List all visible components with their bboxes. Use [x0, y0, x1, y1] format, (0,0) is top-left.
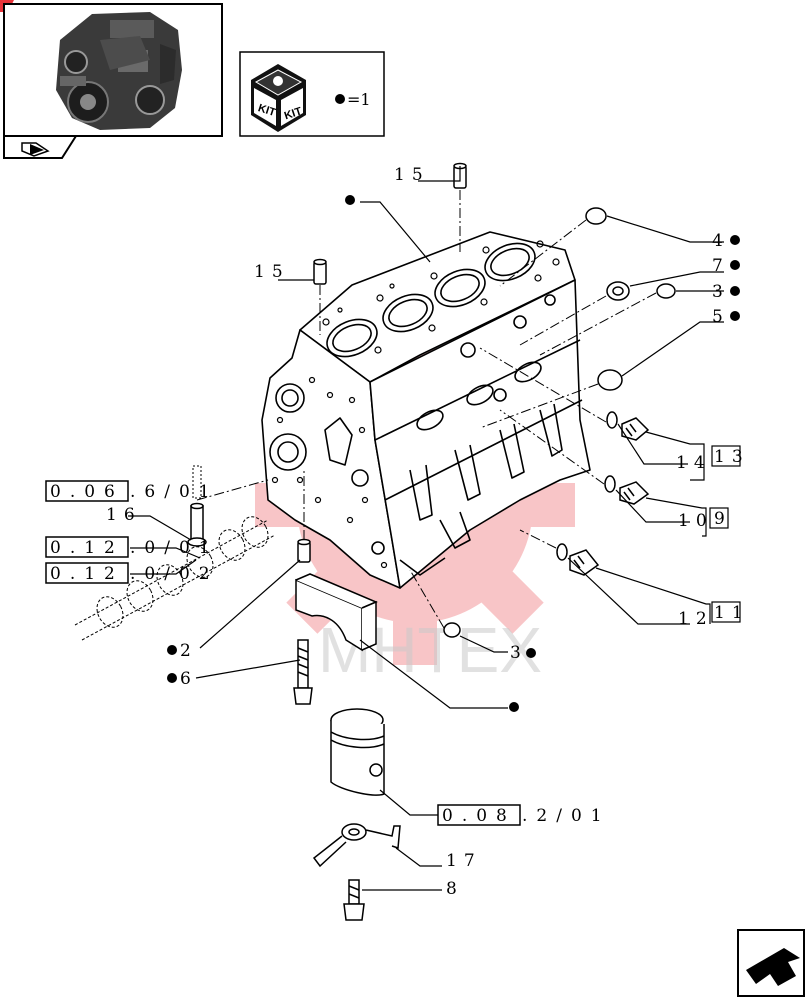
kit-text-left: KIT: [256, 102, 277, 119]
kit-bullets: [167, 195, 740, 712]
threaded-plug-13: [621, 417, 650, 441]
reference-boxed-text: 0.08: [442, 806, 516, 826]
callout-17: 17: [446, 851, 482, 871]
callout-16: 16: [106, 505, 142, 525]
callout-3-top: 3: [712, 282, 730, 302]
threaded-plug-9: [619, 481, 650, 505]
plug-7: [606, 281, 630, 301]
kit-legend: KIT KIT =1: [239, 51, 385, 137]
cylinder-block[interactable]: [261, 231, 591, 589]
callout-11: 11: [714, 603, 750, 623]
navigate-arrow-icon[interactable]: [21, 142, 50, 157]
callout-3-bottom: 3: [510, 643, 528, 663]
kit-text-right: KIT: [283, 105, 304, 122]
reference-0-12-0-02[interactable]: 0.12 .0/02: [45, 562, 219, 584]
callout-6: 6: [180, 669, 198, 689]
piston: [330, 708, 385, 796]
threaded-plug-11: [569, 549, 600, 576]
cup-plug-3-bottom: [443, 622, 461, 638]
seal-ring-14: [606, 411, 618, 429]
reference-0-08-2-01[interactable]: 0.08 .2/01: [437, 804, 611, 826]
callout-13: 13: [714, 447, 750, 467]
seal-ring-12: [556, 543, 568, 561]
next-arrow-icon: [746, 948, 800, 986]
reference-suffix-text: .0/02: [130, 564, 219, 584]
callout-9-box: 9: [709, 507, 732, 529]
callout-4: 4: [712, 231, 730, 251]
callout-12: 12: [678, 609, 714, 629]
callout-15-top: 15: [394, 165, 430, 185]
callout-14: 14: [676, 453, 712, 473]
oil-jet-17: [312, 823, 401, 868]
callout-9: 9: [714, 509, 732, 529]
reference-suffix-text: .0/01: [130, 538, 219, 558]
cup-plug-4: [585, 207, 607, 225]
reference-suffix-text: .6/01: [130, 482, 219, 502]
cap-bolt-6: [293, 639, 313, 705]
reference-boxed-text: 0.06: [50, 482, 124, 502]
callout-5: 5: [712, 307, 730, 327]
engine-thumbnail-image: [56, 12, 182, 130]
leader-lines: [128, 166, 724, 891]
seal-ring-10: [604, 475, 616, 493]
dowel-2: [297, 538, 311, 563]
callout-7: 7: [712, 256, 730, 276]
reference-0-12-0-01[interactable]: 0.12 .0/01: [45, 536, 219, 558]
engine-thumbnail-panel[interactable]: [3, 3, 223, 159]
dowel-pin-15-left: [313, 258, 327, 285]
pin-16: [187, 502, 207, 547]
kit-quantity-text: =1: [347, 90, 371, 109]
callout-11-box: 11: [711, 601, 750, 623]
spring-pin: [192, 465, 202, 499]
callout-13-box: 13: [711, 445, 750, 467]
reference-suffix-text: .2/01: [522, 806, 611, 826]
callout-8: 8: [446, 879, 464, 899]
callout-10: 10: [678, 511, 714, 531]
cup-plug-3-top: [656, 283, 676, 299]
reference-0-06-6-01[interactable]: 0.06 .6/01: [45, 480, 219, 502]
callout-15-left: 15: [254, 262, 290, 282]
reference-boxed-text: 0.12: [50, 538, 124, 558]
callout-2: 2: [180, 641, 198, 661]
reference-boxed-text: 0.12: [50, 564, 124, 584]
kit-box-icon: KIT KIT: [251, 64, 306, 132]
bolt-8: [343, 879, 365, 921]
next-page-button[interactable]: [737, 929, 805, 997]
projection-lines: [196, 190, 657, 629]
plug-5: [597, 369, 623, 391]
camshaft: [74, 516, 276, 641]
kit-bullet-icon: [335, 94, 345, 104]
